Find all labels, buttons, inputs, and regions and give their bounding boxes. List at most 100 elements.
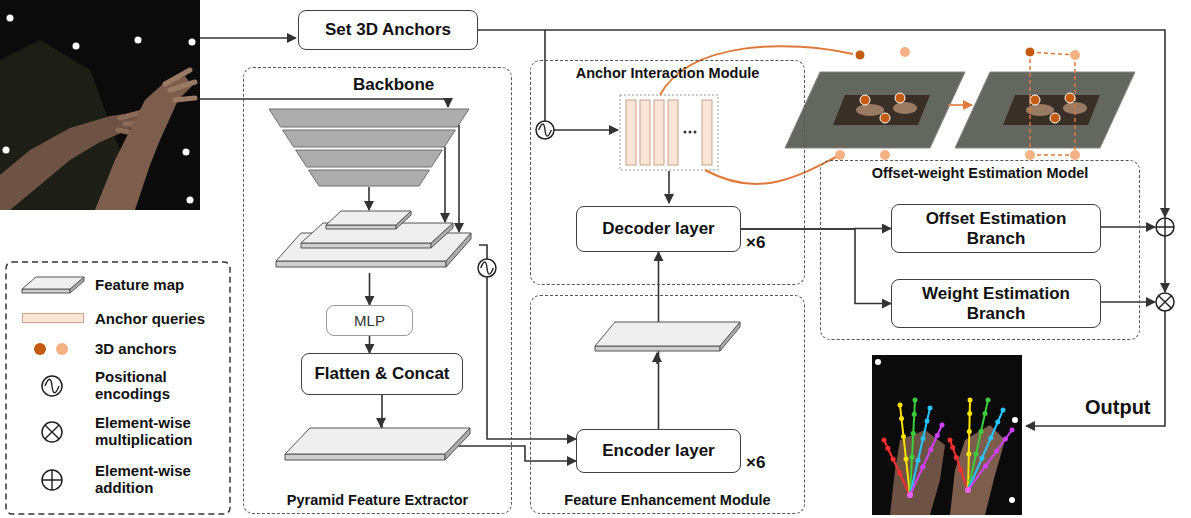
- studio-light: [875, 359, 881, 365]
- hand-patch: [856, 104, 884, 116]
- keyboard: [1003, 95, 1100, 125]
- skeleton-joint: [966, 452, 971, 457]
- map-front: [326, 225, 396, 229]
- node-label: Decoder layer: [602, 219, 714, 239]
- input-image: [0, 0, 200, 210]
- flow-connector: [479, 245, 576, 439]
- legend-row: 3D anchors: [0, 340, 227, 357]
- addition-symbol: [1156, 218, 1174, 236]
- map-arrow: [656, 353, 658, 364]
- map-top: [595, 322, 740, 346]
- query-bar: [654, 100, 664, 165]
- skeleton-joint: [898, 403, 903, 408]
- anchor-dot: [900, 47, 910, 57]
- plus-cross: [1156, 218, 1174, 236]
- skeleton-joint: [913, 398, 918, 403]
- ellipsis-dot: [689, 131, 692, 134]
- query-arrow: [668, 171, 670, 203]
- skeleton-joint: [995, 420, 1000, 425]
- backbone-layer: [283, 130, 456, 147]
- group-title: Pyramid Feature Extractor: [287, 492, 468, 509]
- legend-row: Element-wise multiplication: [0, 414, 227, 449]
- anchor-curve: [705, 157, 836, 184]
- map-arrow: [380, 418, 382, 427]
- finger: [170, 82, 195, 90]
- skeleton-bone: [968, 430, 1012, 490]
- skeleton-joint: [921, 436, 926, 441]
- offset-line: [1100, 226, 1155, 228]
- skeleton-joint: [910, 455, 915, 460]
- skeleton-wrist: [965, 487, 971, 493]
- group-title: Anchor Interaction Module: [576, 65, 760, 82]
- skeleton-joint: [916, 458, 921, 463]
- anchor-dot: [1025, 47, 1035, 57]
- anchor-dot: [1070, 150, 1080, 160]
- photo-ground: [0, 0, 200, 210]
- module-group: Offset-weight Estimation ModelOffset Est…: [820, 160, 1140, 340]
- anchor-box-edge: [1029, 52, 1031, 155]
- anchor-dot: [1050, 113, 1060, 123]
- output-image: [872, 355, 1022, 515]
- skeleton-joint: [967, 429, 972, 434]
- multiplication-symbol: [42, 422, 62, 442]
- backbone-layer: [269, 109, 469, 127]
- skeleton-joint: [899, 416, 904, 421]
- anchor-box-edge: [1030, 154, 1075, 156]
- skeleton-joint: [891, 457, 896, 462]
- times-cross: [1159, 296, 1172, 309]
- anchor-dot: [1030, 95, 1040, 105]
- legend-text: Element-wise addition: [95, 462, 227, 497]
- legend-row: Anchor queries: [0, 310, 227, 327]
- sine-wave: [45, 379, 59, 393]
- anchor-dot: [880, 150, 890, 160]
- node-label: Weight Estimation Branch: [900, 284, 1092, 323]
- map-front: [301, 243, 431, 248]
- anchor-dot: [855, 50, 865, 60]
- label-holder: ×6: [746, 453, 765, 473]
- positional-encoding-symbol: [478, 259, 496, 277]
- skeleton-joint: [979, 429, 984, 434]
- sine-wave: [481, 262, 494, 274]
- map-top: [301, 223, 453, 243]
- skeleton-wrist: [907, 492, 913, 498]
- ellipsis-dot: [684, 131, 687, 134]
- module-group: Feature Enhancement ModuleEncoder layer: [530, 295, 805, 514]
- anchor-dot: [835, 150, 845, 160]
- positional-encoding-symbol: [536, 121, 554, 139]
- skeleton-joint: [1001, 408, 1006, 413]
- map-front: [276, 261, 446, 267]
- skeleton-joint: [935, 433, 940, 438]
- skeleton-joint: [882, 438, 887, 443]
- skeleton-joint: [994, 449, 999, 454]
- studio-light: [73, 43, 80, 50]
- plus-cross: [42, 470, 62, 490]
- query-bar: [702, 100, 712, 165]
- skeleton-bone: [968, 410, 1003, 490]
- anchor-plane: [955, 47, 1135, 160]
- skeleton-joint: [901, 434, 906, 439]
- pyramid-arrow: [444, 147, 446, 222]
- studio-light: [3, 147, 10, 154]
- layer-box: Decoder layer: [576, 206, 741, 252]
- studio-light: [189, 39, 196, 46]
- feature-map: [301, 223, 453, 248]
- symbol-circle: [42, 422, 62, 442]
- studio-light: [187, 197, 194, 204]
- mlp-box: MLP: [326, 305, 413, 336]
- pyramid-arrow: [458, 125, 460, 232]
- skeleton-joint: [911, 431, 916, 436]
- flow-connector: [741, 229, 891, 304]
- addition-symbol: [42, 470, 62, 490]
- symbol-circle: [478, 259, 496, 277]
- map-front: [285, 454, 445, 460]
- refine-arrow: [948, 104, 972, 106]
- node-label: MLP: [354, 312, 385, 329]
- backbone-block: Backbone: [263, 73, 479, 273]
- map-top: [326, 211, 411, 225]
- anchor-dot: [1025, 150, 1035, 160]
- label-holder: ×6: [746, 233, 765, 253]
- query-bar: [668, 100, 678, 165]
- flow-connector: [369, 273, 371, 305]
- positional-encoding-symbol: [42, 376, 62, 396]
